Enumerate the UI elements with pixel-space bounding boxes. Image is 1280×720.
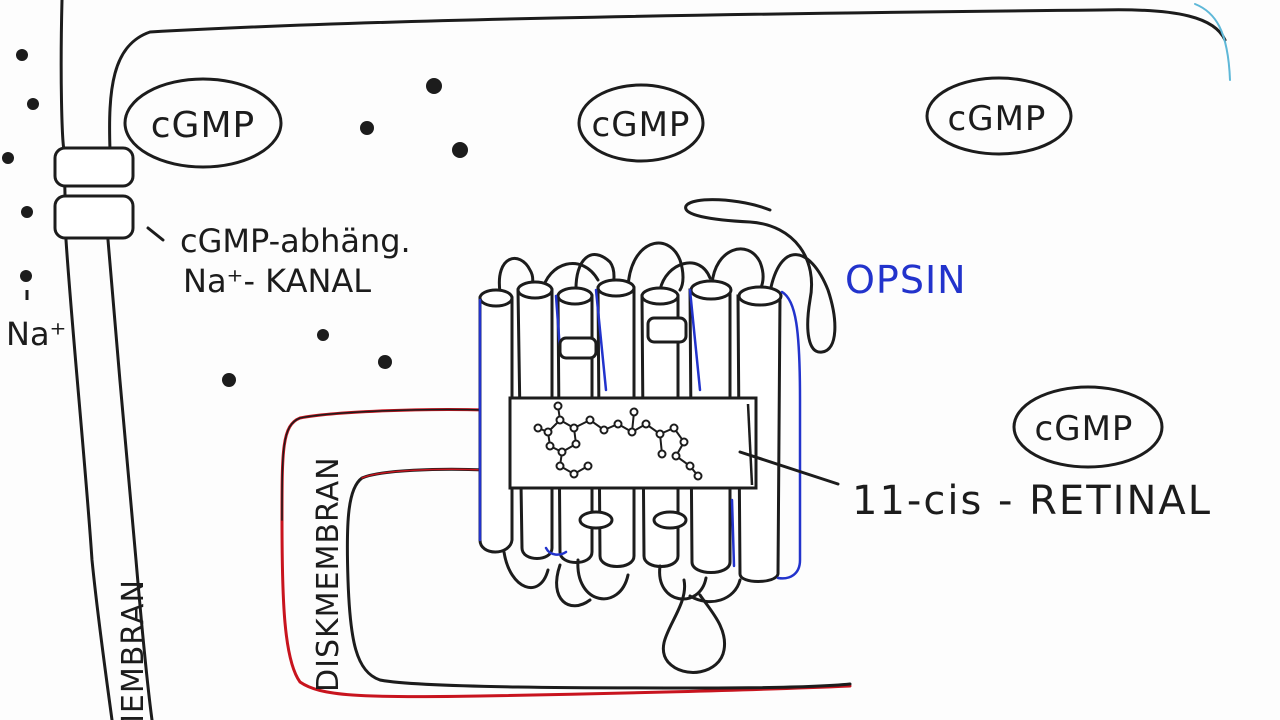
cell-membrane bbox=[59, 0, 1231, 720]
cgmp-ellipse-1: cGMP bbox=[123, 77, 283, 169]
sodium-label: Na⁺ bbox=[6, 315, 66, 353]
opsin-connectors bbox=[558, 316, 688, 530]
cgmp-ellipse-4: cGMP bbox=[1012, 385, 1164, 469]
cgmp-label-4: cGMP bbox=[1035, 409, 1134, 449]
channel-pointer bbox=[146, 226, 165, 242]
na-channel bbox=[53, 146, 135, 240]
cgmp-label-1: cGMP bbox=[151, 105, 255, 146]
cell-membrane-label: MEMBRAN bbox=[116, 579, 151, 720]
opsin-label: OPSIN bbox=[845, 258, 967, 302]
opsin-blue-outline bbox=[478, 288, 802, 580]
opsin-bottom-loops bbox=[502, 550, 742, 674]
channel-label-line2: Na⁺- KANAL bbox=[183, 262, 371, 300]
sodium-ions-outside bbox=[2, 49, 39, 282]
retinal-label: 11-cis - RETINAL bbox=[852, 478, 1212, 524]
disk-membrane bbox=[280, 407, 852, 699]
retinal-molecule bbox=[533, 401, 703, 481]
cgmp-dots bbox=[222, 78, 468, 387]
cgmp-label-3: cGMP bbox=[948, 99, 1047, 139]
cgmp-ellipse-2: cGMP bbox=[577, 83, 705, 163]
disk-membrane-label: DISKMEMBRAN bbox=[311, 456, 346, 692]
cgmp-label-2: cGMP bbox=[592, 105, 691, 145]
retinal-pointer bbox=[738, 450, 840, 486]
cgmp-ellipse-3: cGMP bbox=[925, 76, 1073, 156]
channel-label-line1: cGMP-abhäng. bbox=[180, 222, 411, 260]
